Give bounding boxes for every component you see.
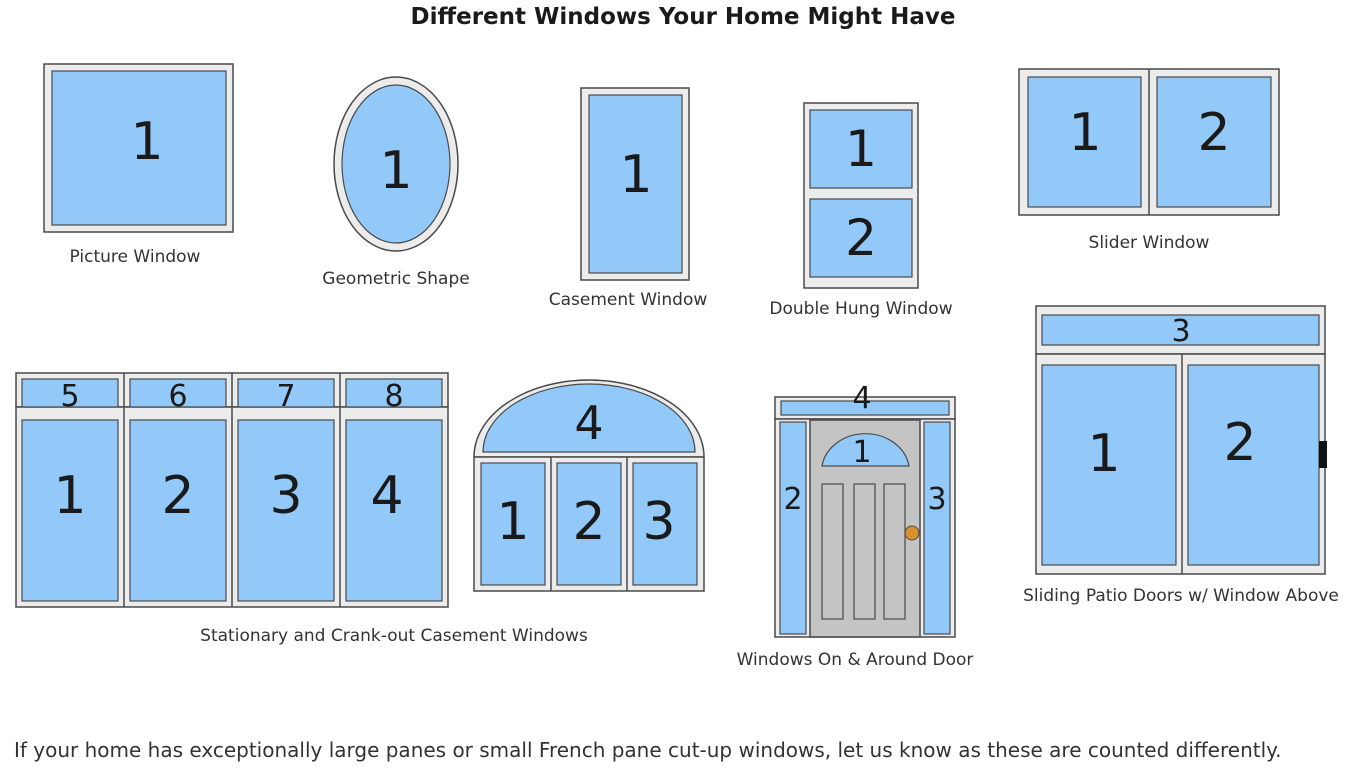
glass-pane — [21, 378, 119, 408]
pane-number: 3 — [1171, 314, 1190, 349]
glass-pane — [780, 400, 950, 416]
double-hung-window-illustration: 1 2 — [803, 102, 919, 289]
glass-pane — [129, 378, 227, 408]
glass-pane — [1027, 76, 1142, 208]
glass-pane — [779, 421, 807, 635]
glass-pane — [482, 383, 696, 453]
glass-pane — [923, 421, 951, 635]
pane-number: 4 — [370, 466, 403, 526]
pane-number: 3 — [269, 466, 302, 526]
diagram-title: Different Windows Your Home Might Have — [410, 4, 956, 30]
pane-number: 2 — [1223, 413, 1256, 473]
glass-pane — [821, 433, 910, 467]
pane-number: 3 — [927, 482, 946, 517]
pane-number: 1 — [379, 141, 412, 201]
door-panel — [883, 483, 906, 620]
footer-note: If your home has exceptionally large pan… — [14, 738, 1282, 762]
glass-pane — [480, 462, 546, 586]
glass-pane — [1041, 364, 1177, 566]
stationary-casement-windows-illustration: 5 6 7 8 1 2 3 4 — [15, 372, 449, 608]
pane-number: 2 — [845, 209, 877, 267]
pane-number: 4 — [852, 381, 871, 416]
pane-number: 2 — [572, 492, 605, 552]
pane-number: 2 — [161, 466, 194, 526]
glass-pane — [809, 198, 913, 278]
patio-doors-illustration: 3 1 2 — [1035, 305, 1327, 575]
glass-pane — [341, 84, 451, 244]
glass-pane — [632, 462, 698, 586]
caption-picture-window: Picture Window — [69, 247, 201, 267]
pane-number: 1 — [845, 120, 877, 178]
glass-pane — [809, 109, 913, 189]
pane-number: 1 — [619, 145, 652, 205]
pane-number: 2 — [1197, 103, 1230, 163]
pane-number: 1 — [53, 466, 86, 526]
door-knob — [904, 525, 920, 541]
glass-pane — [237, 419, 335, 602]
glass-pane — [345, 378, 443, 408]
pane-number: 2 — [783, 482, 802, 517]
pane-number: 1 — [496, 492, 529, 552]
glass-pane — [1156, 76, 1272, 208]
caption-double-hung-window: Double Hung Window — [769, 299, 953, 319]
arched-window-illustration: 4 1 2 3 — [473, 379, 705, 592]
pane-number: 5 — [60, 379, 79, 414]
caption-geometric-shape: Geometric Shape — [322, 269, 470, 289]
glass-pane — [556, 462, 622, 586]
door-panel — [821, 483, 844, 620]
caption-patio-doors: Sliding Patio Doors w/ Window Above — [1023, 586, 1339, 606]
pane-number: 4 — [574, 396, 603, 450]
glass-pane — [21, 419, 119, 602]
slider-window-illustration: 1 2 — [1018, 68, 1280, 216]
glass-pane — [129, 419, 227, 602]
pane-number: 8 — [384, 379, 403, 414]
casement-window-illustration: 1 — [580, 87, 690, 281]
pane-number: 1 — [130, 112, 163, 172]
door-panel — [853, 483, 876, 620]
door-handle — [1319, 441, 1327, 468]
glass-pane — [237, 378, 335, 408]
pane-number: 3 — [642, 492, 675, 552]
geometric-window-illustration: 1 — [333, 76, 459, 252]
caption-stationary-casement-windows: Stationary and Crank-out Casement Window… — [200, 626, 588, 646]
pane-number: 7 — [276, 379, 295, 414]
pane-number: 6 — [168, 379, 187, 414]
pane-number: 1 — [1087, 424, 1120, 484]
caption-casement-window: Casement Window — [548, 290, 708, 310]
pane-number: 1 — [852, 435, 871, 470]
glass-pane — [51, 70, 227, 226]
glass-pane — [1187, 364, 1320, 566]
picture-window-illustration: 1 — [43, 63, 234, 233]
door-windows-illustration: 1 2 3 4 — [774, 381, 956, 638]
caption-door-windows: Windows On & Around Door — [736, 650, 974, 670]
caption-slider-window: Slider Window — [1088, 233, 1210, 253]
pane-number: 1 — [1068, 103, 1101, 163]
glass-pane — [1041, 314, 1320, 346]
glass-pane — [588, 94, 683, 274]
glass-pane — [345, 419, 443, 602]
